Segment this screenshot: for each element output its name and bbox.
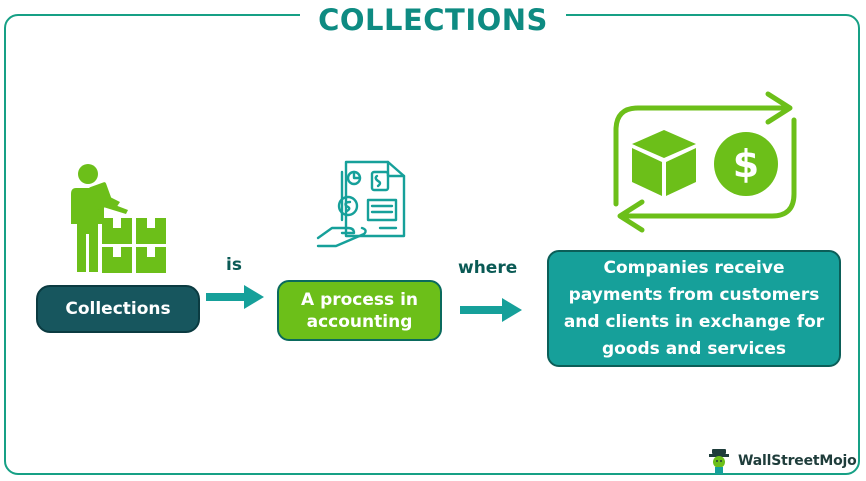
connector-label-is: is [226,255,242,275]
wallstreetmojo-logo: WallStreetMojo [706,446,857,476]
wallstreetmojo-logo-icon [709,449,729,474]
collections-label: Collections [65,299,171,319]
companies-node: Companies receive payments from customer… [547,250,841,367]
diagram-frame [4,14,860,475]
arrow-is [206,285,264,309]
worker-with-boxes-icon [71,164,166,273]
title-container: COLLECTIONS [300,0,566,40]
box-dollar-exchange-cycle-icon: $ [613,91,797,233]
collections-node: Collections [36,285,200,333]
logo-text: WallStreetMojo [738,453,857,469]
connector-label-where: where [458,258,518,278]
diagram-title: COLLECTIONS [318,3,548,37]
svg-text:$: $ [733,142,759,186]
process-node: A process in accounting [277,280,442,341]
invoice-payment-hand-icon [316,160,406,248]
companies-label: Companies receive payments from customer… [563,257,825,359]
arrow-where [460,298,522,322]
process-label: A process in accounting [301,289,418,332]
